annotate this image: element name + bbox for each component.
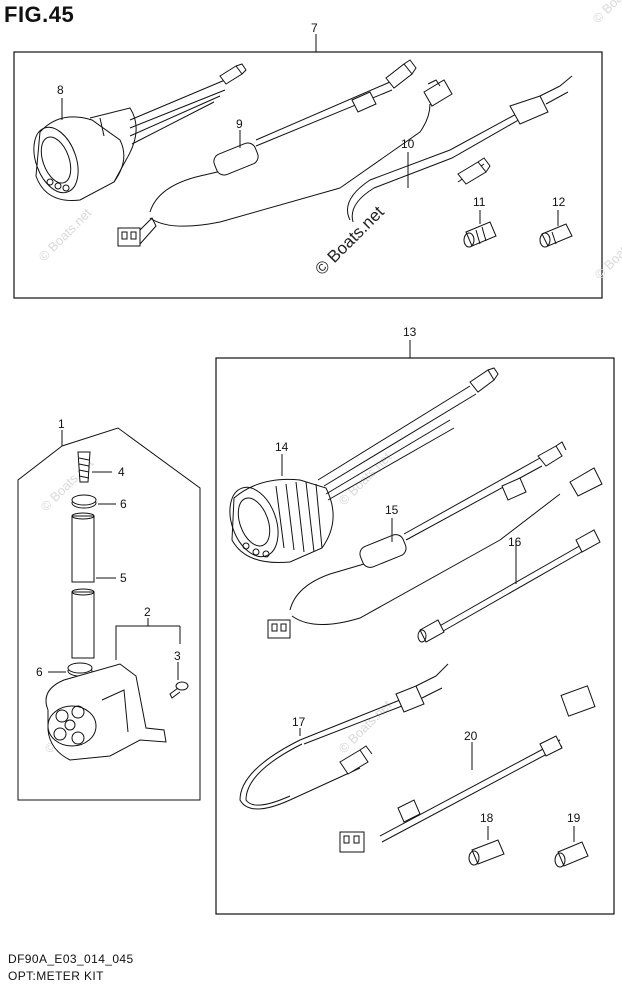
callout-9: 9 — [236, 117, 243, 131]
part-14-gauge — [229, 367, 499, 564]
part-16-cable — [417, 529, 601, 643]
part-2-bracket — [45, 618, 181, 761]
callout-5: 5 — [120, 571, 127, 585]
callout-7: 7 — [311, 21, 318, 35]
callout-10: 10 — [401, 137, 415, 151]
watermark-text: © Boats.net — [592, 223, 622, 282]
callout-19: 19 — [567, 811, 581, 825]
part-18-plug — [468, 826, 505, 866]
part-10-lead — [347, 75, 573, 223]
group-7-box — [13, 34, 603, 299]
part-8-gauge — [33, 63, 247, 201]
callout-numbers: 7 8 9 10 11 12 13 1 4 6 5 2 3 6 14 15 16… — [36, 21, 581, 825]
callout-20: 20 — [464, 729, 478, 743]
part-1-outline — [17, 427, 201, 801]
part-5-tube — [71, 512, 116, 659]
figure-code: DF90A_E03_014_045 — [8, 952, 134, 966]
part-19-plug — [554, 826, 589, 868]
callout-18: 18 — [480, 811, 494, 825]
group-13-box — [215, 340, 615, 915]
callout-15: 15 — [385, 503, 399, 517]
callout-6-top: 6 — [120, 497, 127, 511]
watermark-text: © Boats.net — [590, 0, 622, 26]
callout-4: 4 — [118, 465, 125, 479]
part-6-clamp-top — [71, 494, 116, 509]
callout-16: 16 — [508, 535, 522, 549]
part-4-spring — [77, 451, 112, 483]
callout-2: 2 — [144, 605, 151, 619]
part-15-harness — [267, 441, 603, 639]
callout-1: 1 — [58, 417, 65, 431]
callout-13: 13 — [403, 325, 417, 339]
leader-lines — [61, 98, 559, 836]
figure-caption: OPT:METER KIT — [8, 969, 104, 983]
watermark-text: © Boats.net — [36, 205, 95, 264]
callout-6-bottom: 6 — [36, 665, 43, 679]
callout-17: 17 — [292, 715, 306, 729]
callout-3: 3 — [174, 649, 181, 663]
figure-title: FIG.45 — [4, 2, 75, 27]
part-9-harness — [117, 59, 453, 247]
watermark-text-dark: © Boats.net — [311, 202, 388, 279]
part-17-lead — [239, 663, 449, 810]
callout-8: 8 — [57, 83, 64, 97]
part-11-plug — [463, 221, 497, 248]
callout-14: 14 — [275, 440, 289, 454]
part-12-plug — [539, 223, 573, 248]
part-20-harness — [339, 685, 596, 853]
callout-11: 11 — [473, 195, 486, 209]
part-3-screw — [169, 662, 189, 699]
callout-12: 12 — [552, 195, 566, 209]
